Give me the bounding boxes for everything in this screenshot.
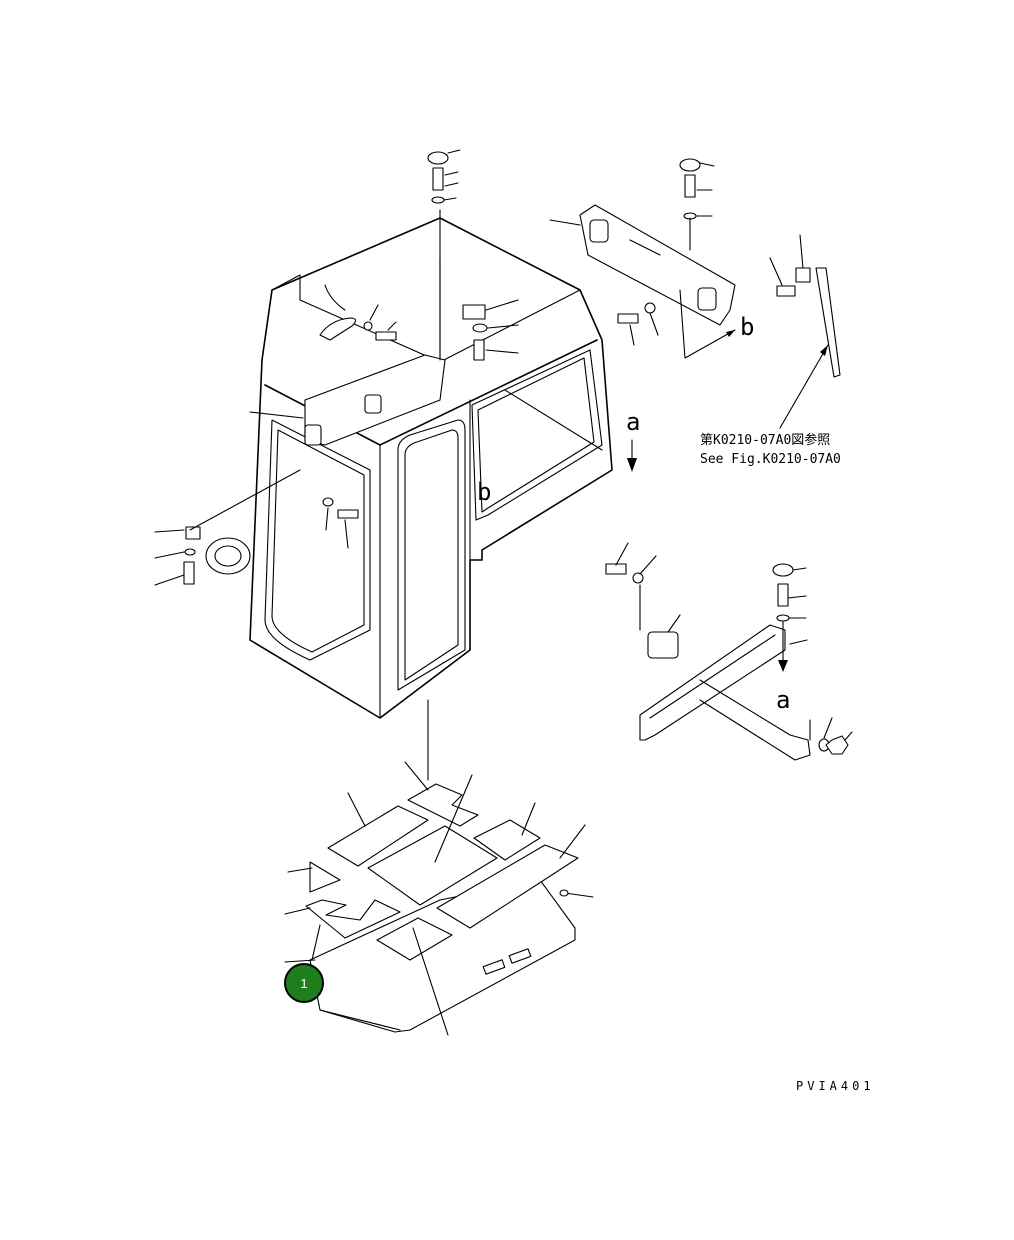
rear-top-panel xyxy=(549,158,736,359)
left-lamp-assembly xyxy=(154,411,359,586)
callout-1-number: 1 xyxy=(300,976,307,991)
section-mark-b-top: b xyxy=(740,313,754,341)
front-bracket-assembly xyxy=(605,542,853,761)
section-mark-a-bracket: a xyxy=(776,686,790,714)
section-mark-b-rear: b xyxy=(477,478,491,506)
reference-note-en: See Fig.K0210-07A0 xyxy=(700,452,841,467)
callout-1-marker[interactable]: 1 xyxy=(284,963,324,1003)
section-labels: b a b a xyxy=(477,313,790,714)
section-mark-a-rear: a xyxy=(626,408,640,436)
cab-body xyxy=(249,209,613,781)
figure-code: PVIA401 xyxy=(796,1079,875,1093)
roof-fastener-stack xyxy=(427,149,461,204)
reference-note-ja: 第K0210-07A0図参照 xyxy=(700,432,830,448)
floor-assembly xyxy=(284,761,594,1036)
side-rod xyxy=(769,234,841,429)
roof-center-fasteners xyxy=(363,299,519,361)
